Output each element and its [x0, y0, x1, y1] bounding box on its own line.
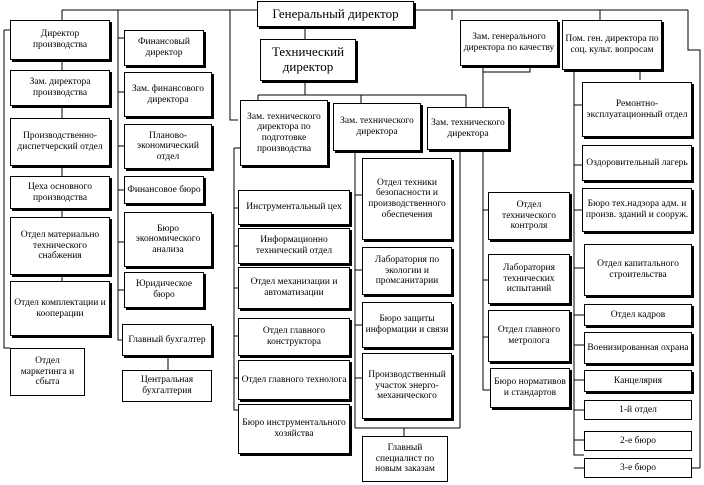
supply-department: Отдел материально технического снабжения — [10, 217, 110, 275]
deputy-tech-director-3: Зам. технического директора — [427, 107, 509, 150]
financial-director: Финансовый директор — [124, 30, 204, 66]
chief-accountant: Главный бухгалтер — [122, 324, 212, 356]
legal-bureau: Юридическое бюро — [124, 272, 204, 308]
dispatch-department: Производственно-диспетчерский отдел — [10, 118, 110, 166]
hr-department: Отдел кадров — [584, 304, 692, 326]
chief-specialist-new-orders: Главный специалист по новым заказам — [362, 436, 448, 482]
technical-testing-lab: Лаборатория технических испытаний — [488, 254, 570, 304]
tool-shop: Инструментальный цех — [238, 190, 350, 225]
deputy-production-director: Зам. директора производства — [10, 70, 110, 106]
chancellery: Канцелярия — [584, 370, 692, 392]
technical-director: Технический директор — [260, 39, 356, 81]
mechanization-automation-department: Отдел механизации и автоматизации — [238, 267, 350, 309]
info-security-bureau: Бюро защиты информации и связи — [362, 302, 452, 348]
deputy-financial-director: Зам. финансового директора — [124, 72, 212, 117]
main-production-shops: Цеха основного производства — [10, 176, 110, 209]
tool-management-bureau: Бюро инструментального хозяйства — [238, 404, 350, 454]
deputy-general-director-quality: Зам. генерального директора по качеству — [460, 20, 558, 66]
standards-bureau: Бюро нормативов и стандартов — [490, 368, 570, 408]
info-tech-department: Информационно технический отдел — [238, 228, 350, 264]
technical-control-department: Отдел технического контроля — [488, 192, 570, 240]
assistant-social-affairs: Пом. ген. директора по соц. культ. вопро… — [562, 20, 662, 70]
first-department: 1-й отдел — [584, 400, 692, 420]
safety-department: Отдел техники безопасности и производств… — [362, 158, 452, 240]
general-director: Генеральный директор — [257, 1, 414, 27]
chief-designer-department: Отдел главного конструктора — [238, 318, 350, 356]
capital-construction-department: Отдел капитального строительства — [584, 244, 692, 296]
financial-bureau: Финансовое бюро — [124, 176, 204, 204]
repair-maintenance-department: Ремонтно-эксплуатационный отдел — [582, 82, 692, 137]
economic-analysis-bureau: Бюро экономического анализа — [124, 212, 212, 267]
technical-supervision-bureau: Бюро тех.надзора адм. и произв. зданий и… — [582, 188, 692, 232]
chief-metrologist-department: Отдел главного метролога — [488, 310, 570, 362]
energy-mechanical-section: Производственный участок энерго-механиче… — [362, 353, 452, 419]
components-cooperation-department: Отдел комплектации и кооперации — [10, 281, 110, 336]
paramilitary-guard: Военизированная охрана — [584, 332, 692, 364]
third-bureau: 3-е бюро — [584, 458, 692, 478]
chief-technologist-department: Отдел главного технолога — [238, 360, 350, 400]
marketing-sales-department: Отдел маркетинга и сбыта — [10, 348, 85, 396]
ecology-lab: Лаборатория по экологии и промсанитарии — [362, 247, 452, 295]
central-accounting: Центральная бухгалтерия — [122, 370, 212, 402]
second-bureau: 2-е бюро — [584, 431, 692, 451]
production-director: Директор производства — [10, 20, 110, 60]
health-camp: Оздоровительный лагерь — [582, 145, 692, 181]
planning-economic-department: Планово-экономический отдел — [124, 124, 212, 169]
deputy-tech-director-preparation: Зам. технического директора по подготовк… — [240, 100, 328, 166]
deputy-tech-director-2: Зам. технического директора — [333, 103, 421, 151]
